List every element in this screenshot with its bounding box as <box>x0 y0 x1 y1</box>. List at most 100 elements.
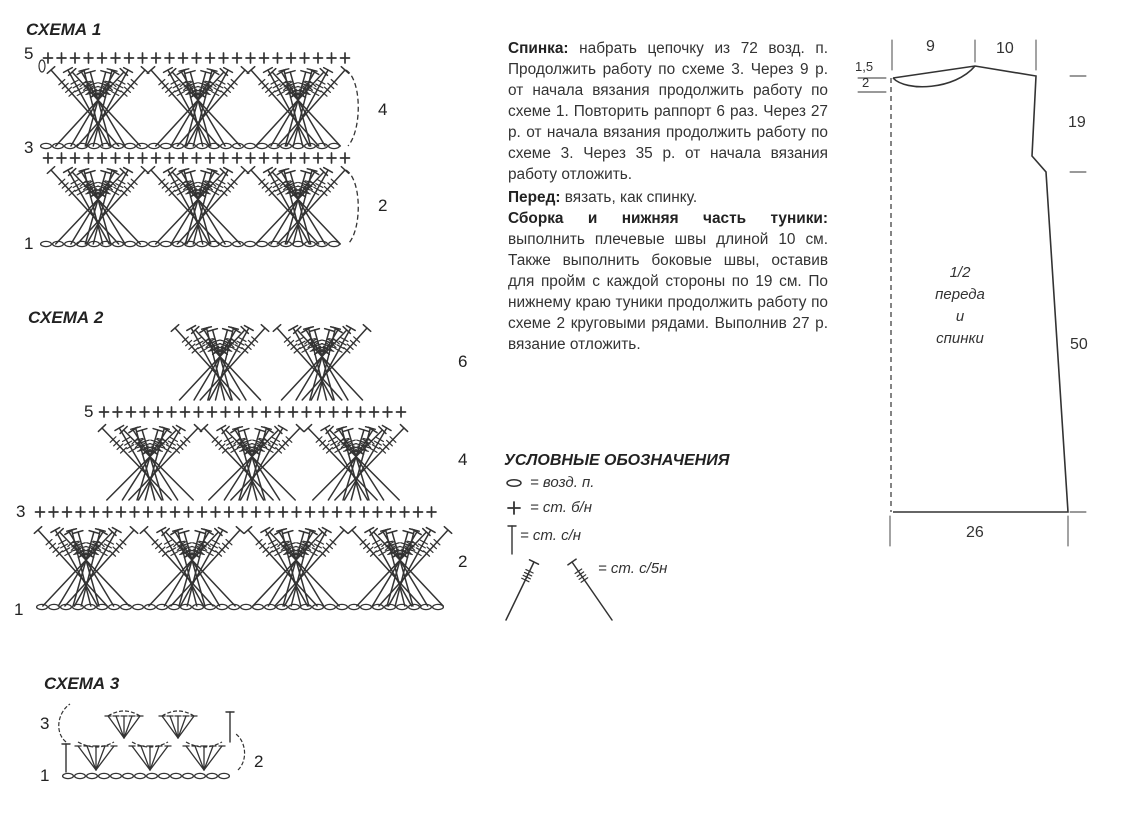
s1-cluster <box>317 79 326 85</box>
s2-row6-cluster <box>211 339 221 343</box>
s2-row6-cluster <box>329 341 337 349</box>
s2-row6-cluster <box>224 344 232 352</box>
s1-cluster <box>311 190 320 196</box>
s2-row2-cluster <box>277 540 285 548</box>
s1-cluster <box>313 186 322 192</box>
s2-row2-cluster <box>164 531 236 607</box>
s2-row4-cluster <box>334 447 343 453</box>
s1-cluster <box>86 84 95 91</box>
s1-cluster <box>99 190 107 198</box>
s1-cluster <box>209 180 217 187</box>
s2-row1-chain <box>35 603 49 611</box>
s2-row2-cluster <box>295 552 304 558</box>
s1-cluster <box>300 169 312 175</box>
s2-row2-cluster <box>115 542 124 550</box>
s1-cluster <box>300 69 312 75</box>
s1-cluster <box>170 179 179 185</box>
s2-row2-cluster <box>170 551 179 557</box>
s2-row6-cluster <box>340 336 349 343</box>
s2-row2-cluster <box>321 526 332 534</box>
s2-row2-cluster <box>433 538 441 546</box>
s1-turning-chain <box>345 169 359 245</box>
s2-row2-cluster <box>191 545 200 550</box>
s1-cluster <box>189 181 198 186</box>
s1-cluster <box>179 180 187 187</box>
s1-cluster <box>190 85 199 90</box>
s2-row4-cluster <box>226 440 235 446</box>
s2-row2-cluster <box>97 540 105 548</box>
s1-cluster <box>305 84 314 91</box>
s1-row1-chain <box>231 240 245 248</box>
s1-cluster <box>274 87 283 93</box>
s2-row1-chain <box>263 603 277 611</box>
s2-row4-cluster <box>218 443 226 451</box>
s3-chain-arc <box>161 710 195 717</box>
s1-row3-chain <box>63 142 77 150</box>
s2-row2-cluster <box>411 540 419 548</box>
s1-cluster <box>68 90 76 97</box>
s1-cluster <box>298 82 307 86</box>
s2-row1-chain <box>227 603 241 611</box>
s2-row2-cluster <box>235 525 245 535</box>
s3-fan <box>203 745 223 771</box>
s1-cluster <box>213 186 222 192</box>
s2-row4-cluster <box>114 424 125 432</box>
s2-row2-cluster <box>154 542 163 550</box>
s2-row1-chain <box>119 603 133 611</box>
s1-cluster <box>184 69 196 75</box>
s2-row4-cluster <box>360 444 368 452</box>
s1-cluster <box>267 67 277 77</box>
s2-row4-cluster <box>375 436 385 443</box>
s2-row2-cluster <box>386 541 395 547</box>
s1-cluster <box>165 86 173 94</box>
s1-cluster <box>284 180 293 187</box>
s2-row4-cluster <box>233 437 241 445</box>
s2-row2-cluster <box>184 545 193 550</box>
s2-row2-cluster <box>384 544 392 551</box>
s2-row4-cluster <box>263 426 274 434</box>
s1-cluster <box>261 182 269 189</box>
s2-row4-cluster <box>303 423 313 433</box>
s2-row6-cluster <box>207 327 219 333</box>
s2-row2-cluster <box>94 544 102 551</box>
s2-row2-cluster <box>178 541 187 547</box>
s2-row2-cluster <box>197 541 206 547</box>
s1-cluster <box>99 91 107 99</box>
s2-row4-cluster <box>399 423 409 433</box>
s1-cluster <box>74 186 83 192</box>
s2-row2-cluster <box>180 544 189 551</box>
s2-row4-cluster <box>113 439 121 447</box>
s2-row4-cluster <box>320 424 331 432</box>
s2-row2-cluster <box>366 546 374 554</box>
s1-cluster <box>279 180 287 187</box>
s1-cluster <box>67 167 77 177</box>
s2-row2-cluster <box>371 539 381 545</box>
s1-cluster <box>46 65 56 75</box>
s1-cluster <box>54 71 125 147</box>
s1-cluster <box>202 187 210 195</box>
s1-cluster <box>200 169 212 175</box>
s1-cluster <box>217 79 226 85</box>
s2-row6-cluster <box>349 339 357 347</box>
s1-cluster <box>62 166 74 174</box>
s1-cluster <box>302 187 310 195</box>
center-label-3: и <box>955 308 965 325</box>
s3-row1-chain <box>205 772 219 780</box>
s2-row4-cluster <box>126 444 135 450</box>
s1-cluster <box>98 82 107 86</box>
s3-row1-chain <box>145 772 159 780</box>
s2-row2-cluster <box>151 538 159 546</box>
s1-cluster <box>220 90 228 97</box>
s2-row6-cluster <box>188 343 196 350</box>
legend-tr5-symbol <box>576 571 585 578</box>
s1-row1-chain <box>63 240 77 248</box>
s2-row2-cluster <box>282 529 294 535</box>
s1-cluster <box>65 185 73 193</box>
s2-row4-cluster <box>161 437 169 445</box>
s1-cluster <box>111 91 120 97</box>
s2-row4-cluster <box>253 448 261 456</box>
s3-fan-top <box>169 715 179 739</box>
scheme-2-title: СХЕМА 2 <box>28 308 104 327</box>
s1-cluster <box>161 82 169 90</box>
legend-tr5-symbol <box>525 568 534 574</box>
